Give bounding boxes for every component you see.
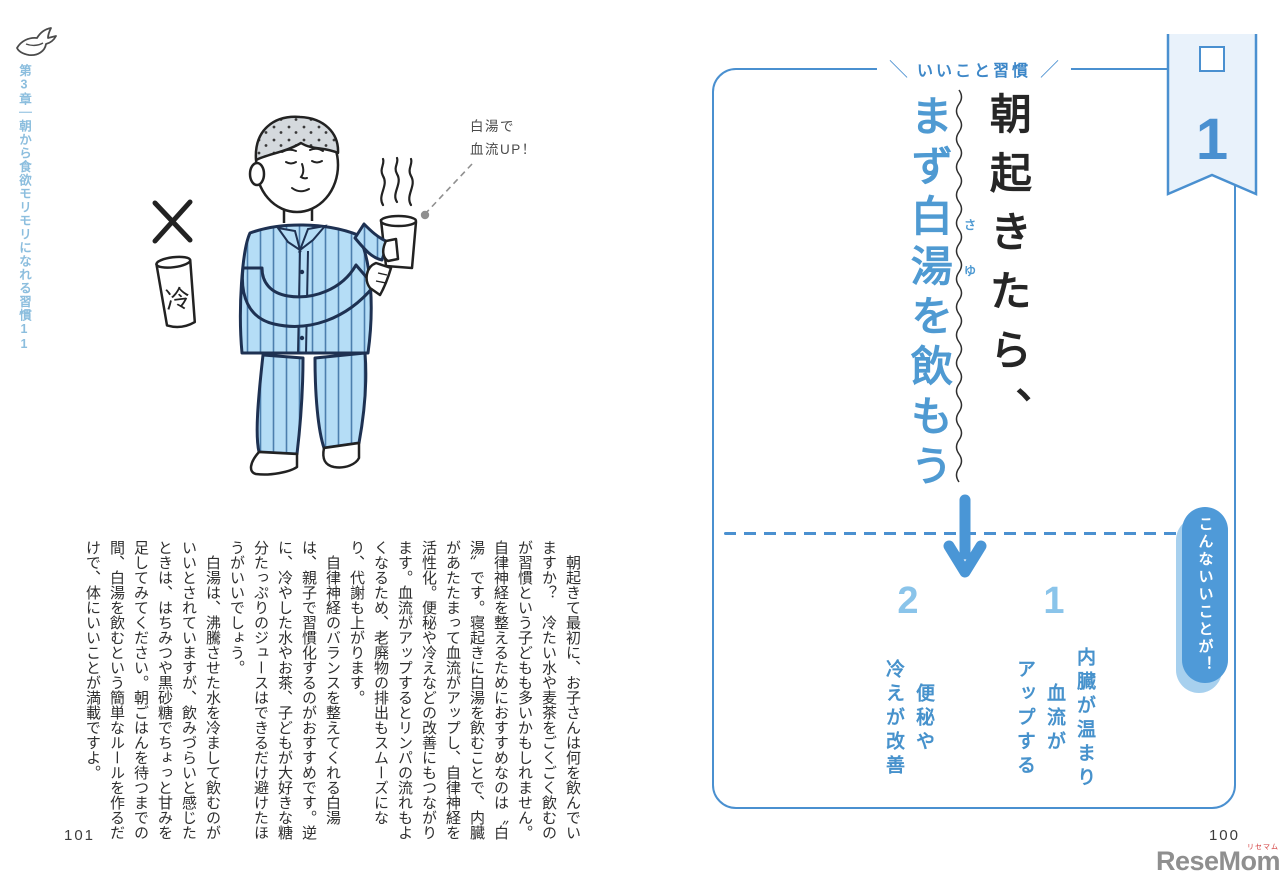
steam-icon	[380, 156, 414, 207]
benefit-item-1: 1 内臓が温まり 血流が アップする	[1002, 582, 1106, 806]
illustration-person-drinking: 冷	[152, 115, 418, 476]
benefit-number: 2	[897, 580, 919, 622]
furigana-sa: さ	[964, 218, 977, 232]
title-black-part: 朝起きたら、	[984, 92, 1032, 446]
habit-number-ribbon: 1	[1166, 34, 1258, 196]
furigana-yu: ゆ	[964, 264, 977, 278]
page-number-right: 100	[1208, 827, 1240, 844]
bird-icon	[16, 27, 57, 57]
benefit-number: 1	[1043, 580, 1065, 622]
benefit-item-2: 2 便秘や 冷えが改善	[860, 582, 956, 806]
chapter-header: 第3章｜朝から食欲モリモリになれる習慣11	[17, 64, 31, 352]
caption-line-1: 白湯で	[470, 119, 515, 134]
x-mark-icon	[152, 199, 193, 244]
cold-glass-label: 冷	[164, 285, 192, 316]
dashed-divider	[724, 532, 1224, 535]
illustration-caption: 白湯で 血流UP！	[470, 116, 537, 162]
person-drawing	[238, 115, 400, 476]
logo-ruby: リセマム	[1247, 844, 1280, 851]
label-slash-right: ／	[1040, 60, 1060, 81]
cold-glass: 冷	[155, 255, 197, 329]
label-slash-left: ＼	[888, 60, 908, 81]
benefit-line: 血流が	[1044, 682, 1065, 755]
body-paragraph: 朝起きて最初に、お子さんは何を飲んでいますか？ 冷たい水や麦茶をごくごく飲むのが…	[348, 540, 580, 840]
benefit-line: アップする	[1014, 658, 1035, 779]
caption-line-2: 血流UP！	[470, 141, 537, 157]
right-page: ＼ いいこと習慣 ／ 1 朝起きたら、 さ ゆ まず白湯を飲もう	[640, 0, 1280, 887]
benefits-tab: こんないいことが！	[1182, 507, 1228, 683]
left-page: 第3章｜朝から食欲モリモリになれる習慣11	[16, 27, 584, 846]
box-corner-label: ＼ いいこと習慣 ／	[876, 55, 1072, 82]
caption-connector-line	[420, 163, 473, 220]
benefit-text: 内臓が温まり 血流が アップする	[1009, 636, 1099, 801]
benefits-tab-label: こんないいことが！	[1196, 516, 1214, 674]
wavy-divider-icon	[955, 89, 963, 483]
benefit-line: 内臓が温まり	[1074, 646, 1095, 791]
body-paragraph: 自律神経のバランスを整えてくれる白湯は、親子で習慣化するのがおすすめです。逆に、…	[228, 540, 340, 840]
box-label-text: いいこと習慣	[916, 62, 1032, 80]
page-number-left: 101	[64, 827, 96, 844]
benefit-text: 便秘や 冷えが改善	[878, 636, 938, 801]
checkbox-icon[interactable]	[1199, 46, 1225, 72]
benefit-line: 便秘や	[913, 682, 934, 755]
resemom-logo: リセマム ReseMom.	[1156, 844, 1280, 877]
logo-wordmark: ReseMom.	[1156, 846, 1280, 876]
habit-feature-box: ＼ いいこと習慣 ／ 1 朝起きたら、 さ ゆ まず白湯を飲もう	[712, 34, 1258, 809]
body-paragraph: 白湯は、沸騰させた水を冷まして飲むのがいいとされていますが、飲みづらいと感じたと…	[84, 540, 220, 840]
ribbon-number: 1	[1196, 107, 1228, 172]
arrow-down-icon	[943, 494, 987, 578]
body-text: 朝起きて最初に、お子さんは何を飲んでいますか？ 冷たい水や麦茶をごくごく飲むのが…	[50, 540, 584, 846]
title-blue-part: まず白湯を飲もう	[905, 94, 953, 494]
benefit-line: 冷えが改善	[883, 658, 904, 779]
